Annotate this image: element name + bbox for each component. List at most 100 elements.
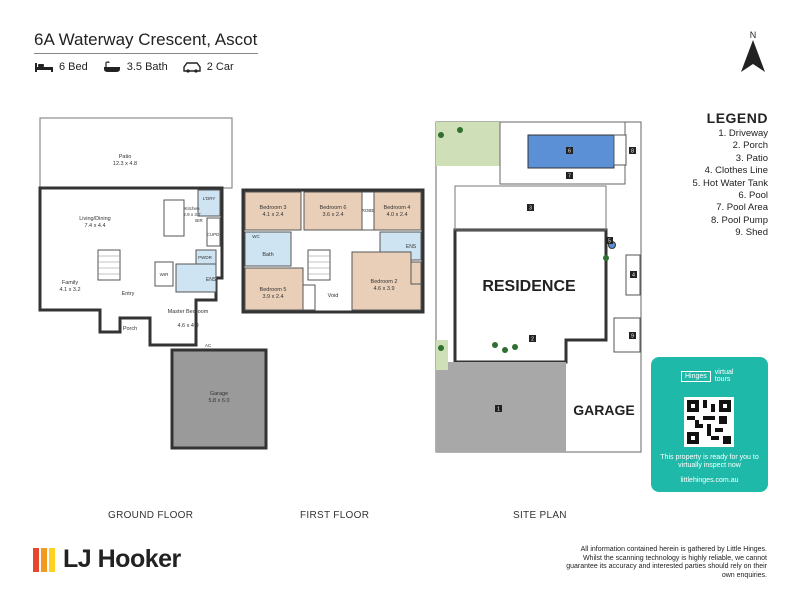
bath-count: 3.5 Bath xyxy=(126,61,168,73)
shrub xyxy=(492,342,498,348)
grass-strip xyxy=(436,340,448,370)
bedroom-2-label: Bedroom 2 xyxy=(371,279,398,285)
ensuite-label: ENS xyxy=(406,244,417,250)
bedroom-6-dims: 3.6 x 2.4 xyxy=(322,212,343,218)
master-dims: 4.6 x 4.0 xyxy=(177,323,198,329)
entry-label: Entry xyxy=(122,291,135,297)
bedroom-5 xyxy=(244,267,304,311)
marker-driveway: 1 xyxy=(497,407,500,413)
marker-box xyxy=(566,172,573,179)
agency-logo: LJ Hooker xyxy=(33,545,181,574)
patio-area-site xyxy=(454,185,607,231)
bath-icon xyxy=(103,61,120,72)
bath-label: Bath xyxy=(262,252,273,258)
legend-item: 4. Clothes Line xyxy=(704,165,768,177)
bedroom-3-label: Bedroom 3 xyxy=(260,205,287,211)
virtual-tours-card[interactable]: Hinges virtual tours This property is re… xyxy=(651,357,768,492)
marker-pool: 6 xyxy=(568,149,571,155)
wir-label: WIR xyxy=(160,272,169,277)
residence-label: RESIDENCE xyxy=(482,278,576,295)
garage-room-dims: 5.8 x 6.0 xyxy=(208,398,229,404)
marker-box xyxy=(527,204,534,211)
site-garage-label: GARAGE xyxy=(573,402,634,418)
legend-item: 8. Pool Pump xyxy=(710,214,768,226)
marker-patio: 3 xyxy=(529,206,532,212)
ground-floor-walls xyxy=(38,186,224,347)
shrub xyxy=(438,132,444,138)
bedroom-4-dims: 4.0 x 2.4 xyxy=(386,212,407,218)
qr-code[interactable] xyxy=(684,397,734,447)
bathroom xyxy=(244,231,292,267)
logo-bar-orange xyxy=(41,547,47,572)
car-count: 2 Car xyxy=(206,61,234,73)
property-features: 6 Bed 3.5 Bath 2 Car xyxy=(34,61,234,73)
bedroom-4 xyxy=(373,191,422,231)
property-address: 6A Waterway Crescent, Ascot xyxy=(34,30,258,49)
laundry-room xyxy=(197,189,221,217)
void-label: Void xyxy=(328,293,339,299)
floor-plans: Patio 12.3 x 4.8 Living/Dining 7.4 x 4.4… xyxy=(38,117,642,453)
title-divider xyxy=(34,53,258,54)
legend-item: 3. Patio xyxy=(735,152,768,164)
robe xyxy=(361,191,375,231)
north-arrow: N xyxy=(739,30,767,74)
master-label: Master Bedroom xyxy=(168,309,209,315)
living-label: Living/Dining xyxy=(79,216,111,222)
marker-porch: 2 xyxy=(531,337,534,343)
marker-box xyxy=(630,271,637,278)
marker-box xyxy=(495,405,502,412)
family-dims: 4.1 x 3.2 xyxy=(59,287,80,293)
shrub xyxy=(457,127,463,133)
marker-pool-pump: 8 xyxy=(631,149,634,155)
qr-code-icon xyxy=(687,400,731,444)
patio-dims: 12.3 x 4.8 xyxy=(113,161,137,167)
shed xyxy=(613,317,641,353)
hinges-logo: Hinges xyxy=(681,370,711,382)
bed-icon xyxy=(35,63,53,72)
living-dims: 7.4 x 4.4 xyxy=(84,223,105,229)
virtual-tours-brand: Hinges virtual tours xyxy=(681,369,733,383)
marker-pool-area: 7 xyxy=(568,174,571,180)
marker-box xyxy=(629,332,636,339)
kitchen-bench xyxy=(163,199,185,237)
legend-item: 2. Porch xyxy=(732,140,768,152)
ground-floor-plan xyxy=(38,117,268,450)
bedroom-6-label: Bedroom 6 xyxy=(320,205,347,211)
walk-in-robe xyxy=(154,261,174,287)
marker-box xyxy=(606,237,613,244)
shrub xyxy=(502,347,508,353)
virtual-tours-wordmark: virtual tours xyxy=(715,369,734,383)
marker-box xyxy=(566,147,573,154)
ensuite-ground xyxy=(175,263,217,293)
virtual-tours-message: This property is ready for you to virtua… xyxy=(660,454,759,469)
pool-pump xyxy=(613,134,627,166)
agency-name: LJ Hooker xyxy=(63,545,181,573)
site-markers: 1 2 3 4 5 6 7 8 9 xyxy=(495,147,637,413)
first-floor-label: FIRST FLOOR xyxy=(300,510,370,521)
site-plan-label: SITE PLAN xyxy=(513,510,567,521)
ensuite-label: ENS xyxy=(206,277,217,283)
robe xyxy=(302,284,316,311)
ground-floor-labels: Patio 12.3 x 4.8 Living/Dining 7.4 x 4.4… xyxy=(59,154,229,404)
marker-box xyxy=(629,147,636,154)
bath-feature: 3.5 Bath xyxy=(102,61,168,73)
grass-area xyxy=(436,122,500,166)
marker-clothes-line: 4 xyxy=(632,273,635,279)
clothes-line xyxy=(625,254,641,296)
robe xyxy=(410,261,422,285)
ground-floor-label: GROUND FLOOR xyxy=(108,510,194,521)
legend-item: 7. Pool Area xyxy=(716,202,768,214)
patio-area xyxy=(39,117,233,189)
garage-floor xyxy=(170,348,268,450)
disclaimer: All information contained herein is gath… xyxy=(566,546,767,579)
legend-item: 1. Driveway xyxy=(718,128,768,139)
kitchen-dims: 2.9 x 3.7 xyxy=(183,212,201,217)
agency-logo-icon xyxy=(33,547,55,572)
virtual-tours-url[interactable]: littlehinges.com.au xyxy=(680,477,739,484)
legend-item: 9. Shed xyxy=(735,227,768,239)
north-arrow-icon xyxy=(741,40,765,72)
virtual-word: virtual xyxy=(714,369,734,376)
marker-shed: 9 xyxy=(631,334,634,340)
ac-label: AC xyxy=(205,343,212,348)
legend: LEGEND 1. Driveway 2. Porch 3. Patio 4. … xyxy=(690,110,768,240)
